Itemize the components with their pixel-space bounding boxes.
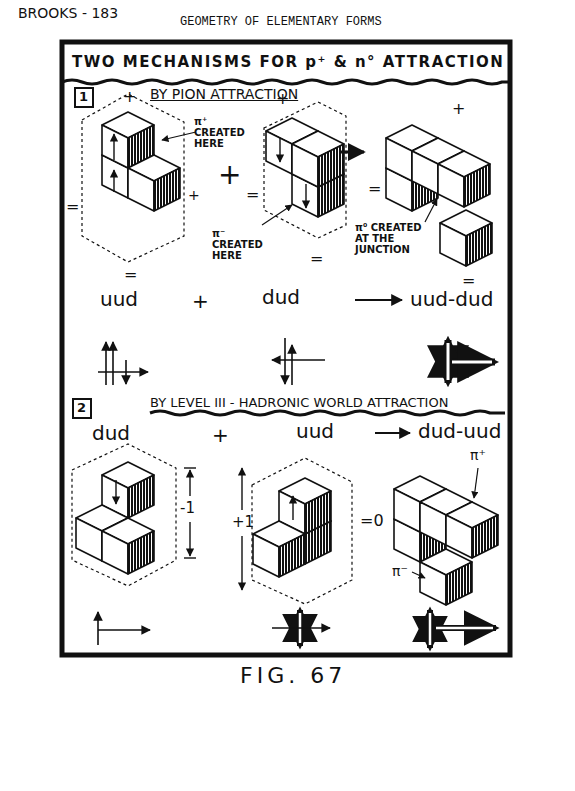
section-two-figures [72,444,498,605]
charge-sign: + [276,90,289,108]
charge-sign: = [368,180,381,198]
dimension: -1 [180,500,195,517]
section-one-figures [82,94,492,266]
section-number-box: 2 [72,398,92,419]
dimension: =0 [360,512,384,530]
charge-sign: = [66,198,79,216]
quark-label: dud-uud [418,420,501,442]
section-heading: BY LEVEL III - HADRONIC WORLD ATTRACTION [150,396,448,410]
callout-note: π⁰ CREATED AT THE JUNCTION [355,222,427,255]
pion-label: π⁺ [470,448,486,463]
running-head: GEOMETRY OF ELEMENTARY FORMS [180,16,382,29]
charge-sign: + [188,188,200,203]
charge-sign: = [124,266,137,284]
figure-title: TWO MECHANISMS FOR p⁺ & n° ATTRACTION [72,54,504,71]
section-number: 2 [77,401,86,415]
section-number-box: 1 [74,87,94,108]
callout-note: π⁻ CREATED HERE [212,228,272,261]
quark-label: dud [262,286,300,308]
callout-note: π⁺ CREATED HERE [194,116,256,149]
figure-caption: FIG. 67 [240,664,346,688]
charge-sign: = [310,250,323,268]
quark-label: uud [296,420,334,442]
plus-sign: + [218,160,241,191]
charge-sign: + [123,88,136,106]
page-number: BROOKS - 183 [18,6,118,21]
quark-label: dud [92,422,130,444]
plus-sign: + [192,290,209,312]
charge-sign: + [452,100,465,118]
section-one-symbols [98,300,495,385]
charge-sign: = [462,272,475,290]
dimension: +1 [232,514,254,531]
section-number: 1 [79,90,88,104]
section-heading: BY PION ATTRACTION [150,87,298,102]
plus-sign: + [212,424,229,446]
frame [62,42,510,655]
charge-sign: = [246,186,259,204]
section-two-symbols [98,433,496,648]
quark-label: uud-dud [410,288,493,310]
quark-label: uud [100,288,138,310]
pion-label: π⁻ [392,564,408,579]
